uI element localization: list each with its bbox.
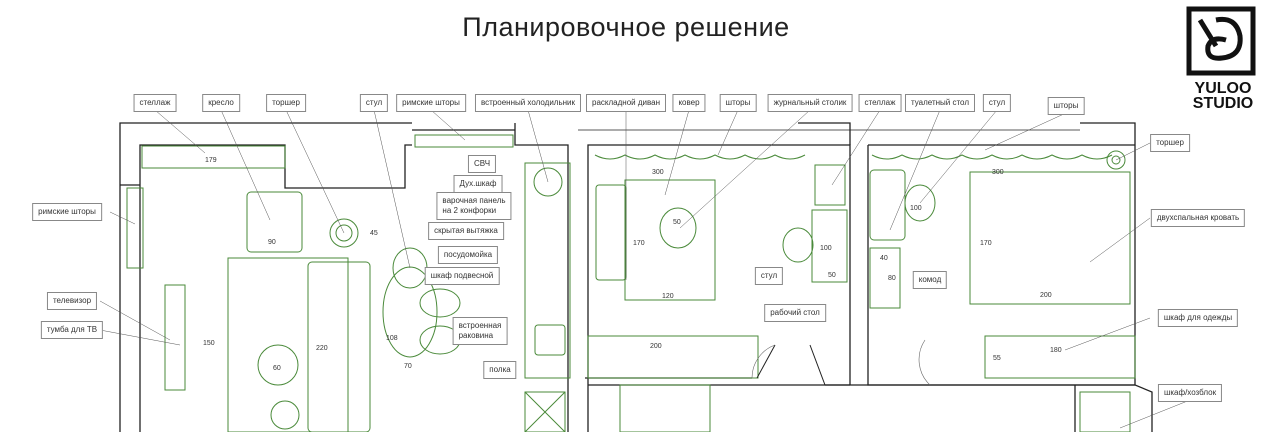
dim-80: 80: [888, 275, 896, 282]
label-hob-line2: на 2 конфорки: [442, 206, 497, 215]
dim-100: 100: [820, 245, 832, 252]
label-chair: стул: [754, 267, 784, 285]
dresser-shape: [869, 247, 901, 309]
wardrobe-2-shape: [984, 335, 1136, 379]
rug-shape: [624, 179, 716, 301]
studio-logo: YULOO STUDIO: [1186, 6, 1260, 112]
label-dresser: комод: [912, 271, 948, 289]
roman-blind-left-shape: [126, 187, 144, 269]
label-floor-lamp: торшер: [1150, 134, 1190, 152]
roman-blind-shape: [414, 134, 514, 148]
label-shelf: стеллаж: [133, 94, 177, 112]
dim-100: 100: [910, 205, 922, 212]
armchair-shape: [246, 191, 303, 253]
dim-300: 300: [652, 169, 664, 176]
shelf-shape: [141, 145, 286, 169]
label-roman-blinds: римские шторы: [32, 203, 102, 221]
dressing-table-shape: [869, 169, 906, 241]
label-rug: ковер: [672, 94, 706, 112]
wardrobe-1-shape: [587, 335, 759, 379]
label-microwave: СВЧ: [467, 155, 497, 173]
label-curtains: шторы: [1047, 97, 1085, 115]
dim-55: 55: [993, 355, 1001, 362]
utility-closet-shape: [1079, 391, 1131, 432]
label-wardrobe: шкаф для одежды: [1157, 309, 1239, 327]
label-sink-line1: встроенная: [458, 321, 502, 330]
dim-40: 40: [880, 255, 888, 262]
sofa-shape: [307, 261, 371, 432]
dim-108: 108: [386, 335, 398, 342]
sink-shape: [534, 324, 566, 356]
rug-living-shape: [227, 257, 349, 432]
logo-mark-icon: [1186, 6, 1256, 76]
label-fridge: встроенный холодильник: [474, 94, 582, 112]
dim-60: 60: [273, 365, 281, 372]
logo-text-2: STUDIO: [1192, 95, 1254, 112]
label-hood: скрытая вытяжка: [428, 222, 504, 240]
dim-45: 45: [370, 230, 378, 237]
dim-300: 300: [992, 169, 1004, 176]
dim-200: 200: [650, 343, 662, 350]
label-sink-line2: раковина: [458, 331, 494, 340]
curtain-shape: [594, 154, 806, 160]
dimension-labels: 179 90 45 300 120 170 300 200 170 180 20…: [203, 157, 1062, 372]
page-title: Планировочное решение: [462, 12, 790, 42]
dim-179: 179: [205, 157, 217, 164]
dim-200: 200: [1040, 292, 1052, 299]
label-armchair: кресло: [202, 94, 240, 112]
label-tv-stand: тумба для ТВ: [40, 321, 104, 339]
double-bed-shape: [969, 171, 1131, 305]
logo-text-1: YULOO: [1194, 80, 1252, 97]
dim-70: 70: [404, 363, 412, 370]
kitchen-shape: [524, 162, 571, 379]
leader-lines: [99, 109, 1191, 429]
dim-170: 170: [633, 240, 645, 247]
dim-180: 180: [1050, 347, 1062, 354]
label-shelf: стеллаж: [858, 94, 902, 112]
label-hob-line1: варочная панель: [442, 196, 506, 205]
label-roman-blinds: римские шторы: [396, 94, 466, 112]
label-floor-lamp: торшер: [266, 94, 306, 112]
label-sofa-bed: раскладной диван: [586, 94, 666, 112]
dim-50: 50: [673, 219, 681, 226]
label-double-bed: двухспальная кровать: [1150, 209, 1246, 227]
desk-shape: [811, 209, 848, 283]
label-tv: телевизор: [46, 292, 98, 310]
dim-150: 150: [203, 340, 215, 347]
tv-stand-shape: [164, 284, 186, 391]
label-oven: Дух.шкаф: [453, 175, 503, 193]
label-chair: стул: [359, 94, 389, 112]
dim-220: 220: [316, 345, 328, 352]
label-dishwasher: посудомойка: [437, 246, 499, 264]
sofa-bed-shape: [595, 184, 627, 281]
label-wall-cabinet: шкаф подвесной: [424, 267, 500, 285]
dim-120: 120: [662, 293, 674, 300]
furniture: [126, 134, 1136, 432]
label-utility-closet: шкаф/хозблок: [1157, 384, 1223, 402]
dim-50: 50: [828, 272, 836, 279]
label-desk: рабочий стол: [764, 304, 826, 322]
label-curtains: шторы: [719, 94, 757, 112]
label-coffee-table: журнальный столик: [767, 94, 853, 112]
dim-90: 90: [268, 239, 276, 246]
label-shelf: полка: [483, 361, 517, 379]
dim-170: 170: [980, 240, 992, 247]
label-chair: стул: [982, 94, 1012, 112]
label-dressing-table: туалетный стол: [904, 94, 976, 112]
